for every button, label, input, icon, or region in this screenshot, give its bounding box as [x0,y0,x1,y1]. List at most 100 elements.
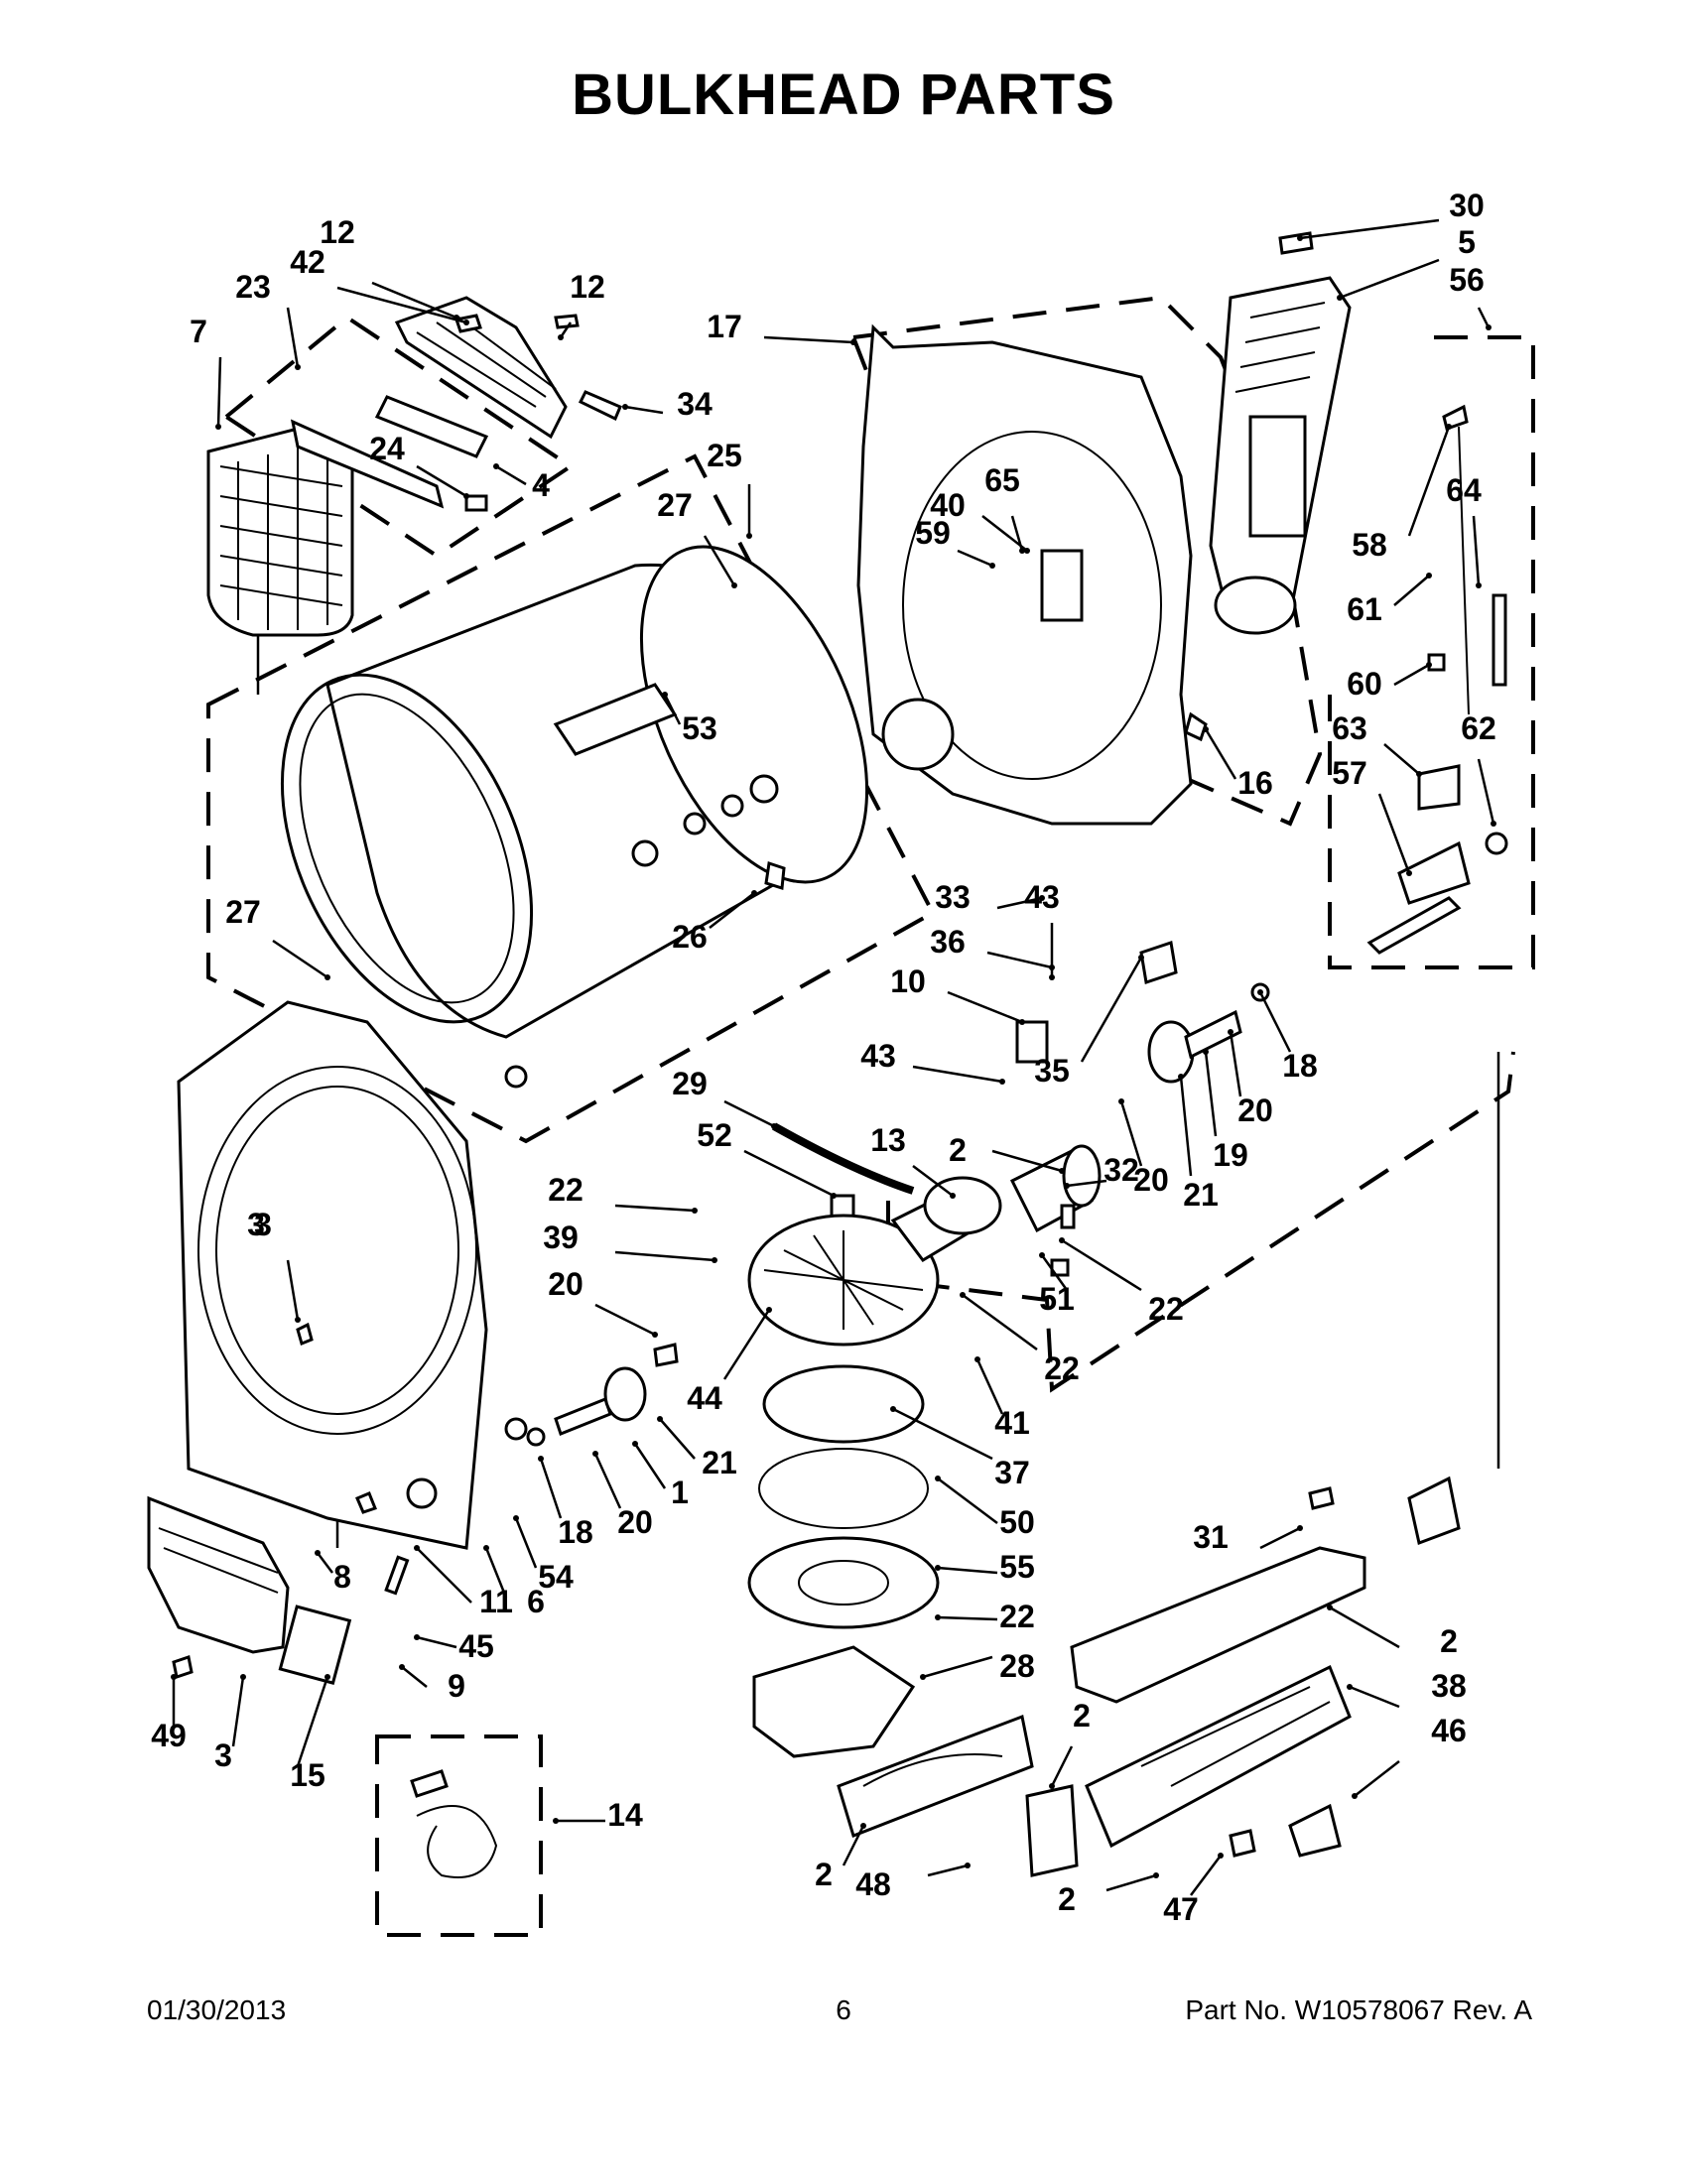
callout-label-65: 65 [984,462,1020,498]
callout-leader-54 [514,1517,538,1569]
callout-leader-9 [401,1666,428,1688]
callout-arrowhead-63 [1416,771,1422,777]
callout-arrowhead-11 [414,1545,420,1551]
callout-leader-23 [286,307,300,368]
callout-leader-27 [703,535,736,586]
callout-leader-45 [416,1635,457,1649]
drum-group-outline [206,453,936,1144]
callout-arrowhead-22 [692,1208,698,1214]
footer-page-number: 6 [836,1994,851,2025]
callout-arrowhead-16 [1203,726,1209,732]
callout-leader-44 [722,1309,771,1380]
callout-leader-41 [975,1358,1004,1415]
callout-arrowhead-25 [746,533,752,539]
callout-label-31: 31 [1193,1519,1229,1555]
callout-arrowhead-3 [240,1674,246,1680]
callout-arrowhead-15 [324,1674,330,1680]
callout-label-37: 37 [994,1455,1030,1490]
callout-label-16: 16 [1237,765,1273,801]
callout-arrowhead-7 [215,424,221,430]
callout-label-22: 22 [1044,1350,1080,1386]
callout-leader-18 [1258,991,1292,1053]
callout-arrowhead-53 [662,692,668,698]
harness-kit [410,1769,498,1878]
callout-label-21: 21 [1183,1177,1219,1213]
callout-arrowhead-20 [592,1451,598,1457]
callout-leader-19 [1204,1051,1218,1137]
callout-label-2: 2 [1440,1623,1458,1659]
callout-arrowhead-30 [1297,235,1303,241]
footer-date: 01/30/2013 [147,1994,287,2025]
callout-arrowhead-27 [731,582,737,588]
callout-arrowhead-43 [999,1079,1005,1085]
callout-label-3: 3 [247,1207,265,1242]
callout-label-15: 15 [290,1757,325,1793]
blower-assembly [747,1188,974,1758]
harness-kit-outline [375,1734,543,1937]
callout-label-33: 33 [935,879,971,915]
motor-assembly [923,941,1270,1277]
callout-leader-29 [723,1099,775,1128]
callout-arrowhead-18 [1257,989,1263,995]
callout-label-59: 59 [915,515,951,551]
callout-label-22: 22 [999,1599,1035,1634]
callout-leader-22 [614,1204,696,1213]
callout-labels: 1242237123424425275326273173055658644065… [151,188,1496,1927]
callout-label-2: 2 [949,1132,967,1168]
callout-arrowhead-2 [1153,1872,1159,1878]
callout-leader-2 [842,1825,865,1866]
callout-arrowhead-12 [558,334,564,340]
callout-label-5: 5 [1458,224,1476,260]
callout-leader-6 [484,1547,508,1599]
callout-leader-64 [1472,515,1481,586]
callout-label-1: 1 [671,1475,689,1510]
callout-arrowhead-35 [1138,955,1144,961]
callout-label-10: 10 [890,964,926,999]
callout-leader-57 [1377,793,1411,874]
callout-label-2: 2 [815,1857,833,1892]
callout-leader-22 [937,1615,998,1621]
callout-leader-20 [594,1303,656,1337]
callout-label-21: 21 [702,1445,737,1480]
callout-leader-21 [659,1418,696,1460]
callout-leader-24 [416,464,467,498]
lint-housing-parts [290,296,622,512]
callout-label-48: 48 [855,1866,891,1902]
callout-arrowhead-19 [1203,1049,1209,1055]
callout-arrowhead-38 [1347,1684,1353,1690]
callout-label-63: 63 [1332,710,1367,746]
callout-leader-37 [892,1407,993,1461]
callout-arrowhead-46 [1352,1793,1358,1799]
callout-label-17: 17 [707,309,742,344]
callout-arrowhead-51 [1039,1252,1045,1258]
callout-leader-51 [1040,1254,1069,1291]
callout-leader-63 [1383,743,1420,775]
callout-label-29: 29 [672,1066,708,1101]
callout-arrowhead-28 [920,1674,926,1680]
callout-arrowhead-5 [1337,295,1343,301]
gas-valve-group-outline [1328,335,1535,969]
callout-arrowhead-43 [1049,974,1055,980]
callout-label-52: 52 [697,1117,732,1153]
callout-leader-3 [286,1259,300,1321]
callout-arrowhead-40 [1024,548,1030,554]
callout-label-22: 22 [548,1172,584,1208]
callout-leader-61 [1393,575,1430,606]
callout-label-39: 39 [543,1220,579,1255]
callout-leader-20 [1229,1031,1242,1097]
callout-arrowhead-39 [712,1257,717,1263]
callout-leader-4 [495,464,527,486]
callout-arrowhead-22 [960,1292,966,1298]
callout-arrowhead-2 [1059,1168,1065,1174]
callout-label-43: 43 [1024,879,1060,915]
callout-label-12: 12 [570,269,605,305]
drum [280,545,869,1089]
callout-arrowhead-26 [751,890,757,896]
callout-arrowhead-32 [1064,1183,1070,1189]
callout-label-44: 44 [687,1380,722,1416]
callout-leader-10 [947,990,1023,1024]
callout-arrowhead-29 [771,1123,777,1129]
callout-leader-2 [1105,1873,1157,1892]
gas-valve-assembly [1366,404,1508,955]
callout-label-3: 3 [254,1207,272,1242]
